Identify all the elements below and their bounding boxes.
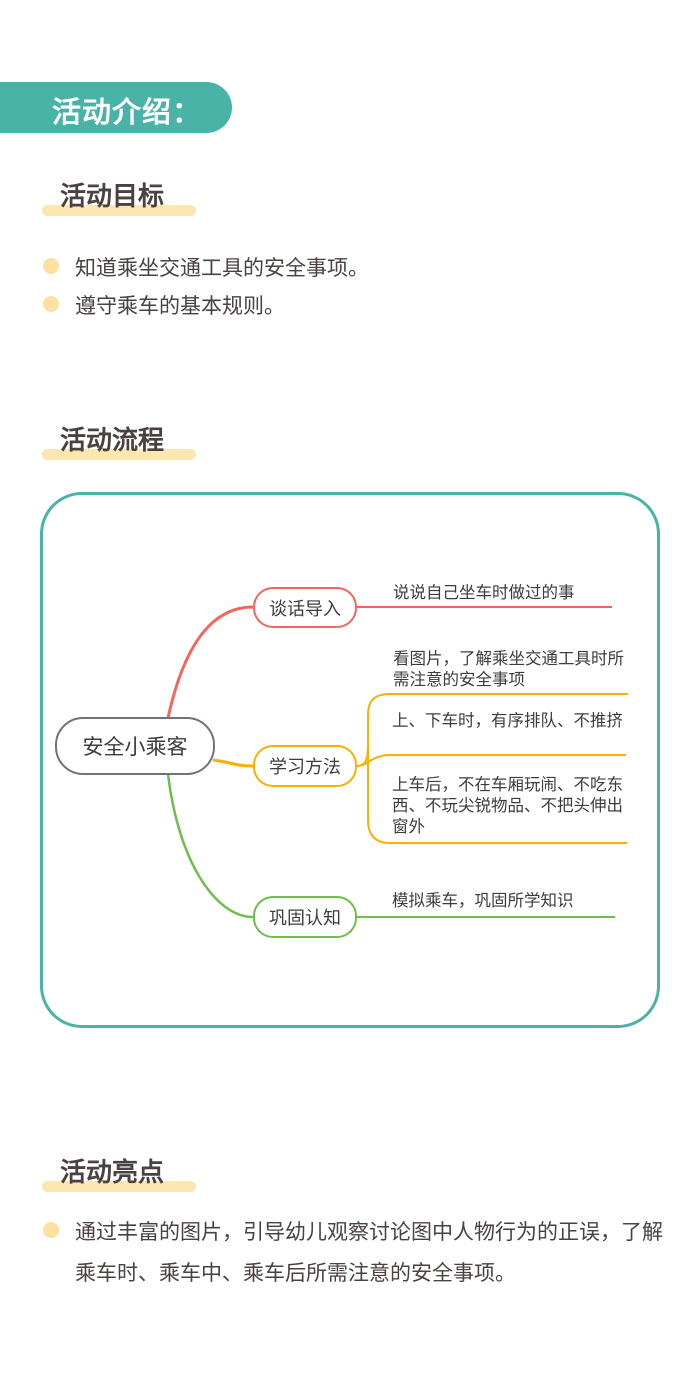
- mindmap-leaf: 上、下车时，有序排队、不推挤: [392, 711, 623, 730]
- section-banner: 活动介绍：: [0, 82, 232, 133]
- mindmap-leaf: 上车后，不在车厢玩闹、不吃东西、不玩尖锐物品、不把头伸出窗外: [392, 775, 623, 836]
- mindmap-root: 安全小乘客: [55, 717, 215, 775]
- process-heading: 活动流程: [42, 420, 196, 460]
- bullet-dot-icon: [43, 258, 59, 274]
- heading-text: 活动目标: [60, 182, 165, 212]
- connector-orange: [212, 758, 254, 768]
- banner-title: 活动介绍：: [52, 95, 203, 129]
- mindmap-leaf: 看图片，了解乘坐交通工具时所需注意的安全事项: [393, 649, 624, 689]
- goal-item: 遵守乘车的基本规则。: [75, 294, 285, 318]
- heading-text: 活动流程: [60, 426, 165, 456]
- mindmap-branch: 巩固认知: [253, 896, 357, 938]
- mindmap-leaf: 模拟乘车，巩固所学知识: [392, 891, 574, 910]
- bullet-dot-icon: [43, 296, 59, 312]
- connector-green: [166, 773, 254, 919]
- bullet-dot-icon: [43, 1222, 59, 1238]
- mindmap-branch: 学习方法: [253, 745, 357, 787]
- heading-text: 活动亮点: [60, 1158, 165, 1188]
- heading-underline: [42, 205, 196, 216]
- goals-heading: 活动目标: [42, 176, 196, 216]
- highlight-item: 通过丰富的图片，引导幼儿观察讨论图中人物行为的正误，了解乘车时、乘车中、乘车后所…: [75, 1220, 663, 1285]
- goal-item: 知道乘坐交通工具的安全事项。: [75, 256, 369, 280]
- mindmap-branch: 谈话导入: [253, 587, 357, 628]
- heading-underline: [42, 449, 196, 460]
- heading-underline: [42, 1181, 196, 1192]
- mindmap-leaf: 说说自己坐车时做过的事: [393, 583, 575, 602]
- bracket-orange: [356, 693, 628, 844]
- mindmap-frame: [40, 492, 660, 1028]
- highlights-heading: 活动亮点: [42, 1152, 196, 1192]
- connector-red: [166, 605, 254, 719]
